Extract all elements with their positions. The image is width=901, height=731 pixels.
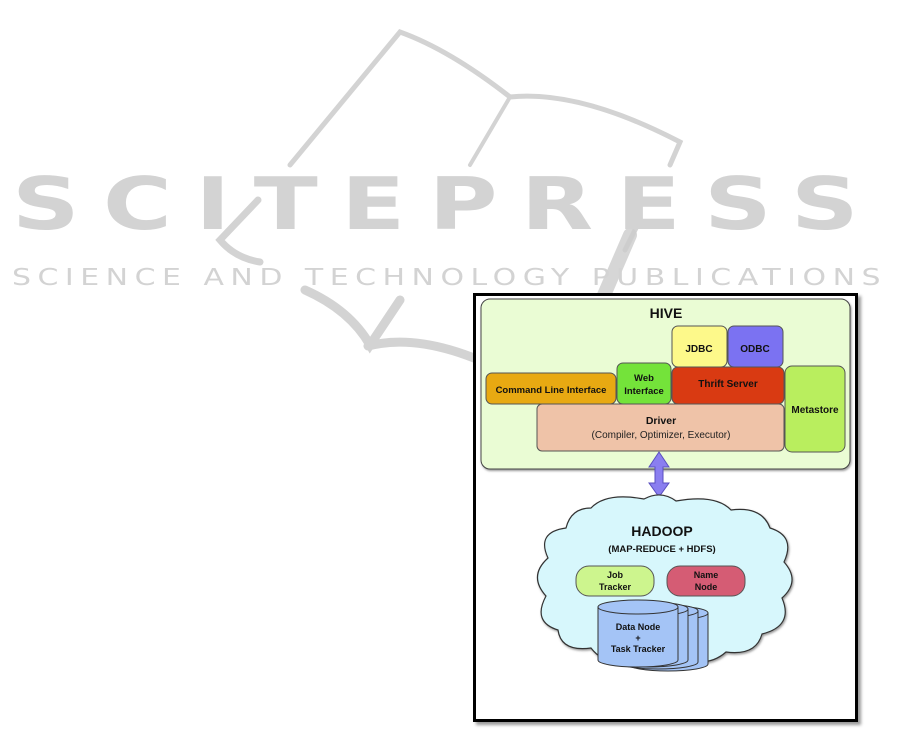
data-node-cylinder-stack	[597, 599, 709, 672]
cli-box	[485, 372, 617, 405]
name-node-label-line2: Node	[695, 582, 718, 592]
driver-title: Driver	[646, 415, 676, 427]
driver-subtitle: (Compiler, Optimizer, Executor)	[592, 430, 731, 441]
cli-label: Command Line Interface	[496, 385, 607, 396]
architecture-figure-frame: HIVE JDBC ODBC Driver (Compiler, Optimiz…	[473, 293, 858, 722]
jdbc-label: JDBC	[685, 344, 712, 355]
data-node-label-line3: Task Tracker	[611, 644, 666, 654]
data-node-label-line1: Data Node	[616, 622, 661, 632]
hadoop-subtitle: (MAP-REDUCE + HDFS)	[608, 544, 715, 555]
odbc-label: ODBC	[740, 344, 769, 355]
metastore-label: Metastore	[791, 405, 839, 416]
name-node-label-line1: Name	[694, 570, 719, 580]
web-interface-label-line2: Interface	[624, 386, 664, 397]
job-tracker-box	[575, 565, 655, 597]
job-tracker-label-line1: Job	[607, 570, 624, 580]
web-interface-box	[616, 362, 672, 405]
watermark-tagline: SCIENCE AND TECHNOLOGY PUBLICATIONS	[12, 265, 887, 291]
data-node-label-line2: +	[635, 633, 640, 643]
job-tracker-label-line2: Tracker	[599, 582, 632, 592]
watermark-brand: SCITEPRESS	[12, 162, 882, 246]
web-interface-label-line1: Web	[634, 373, 654, 384]
data-node-cylinder-front	[597, 599, 679, 668]
driver-box	[536, 403, 785, 452]
hive-title: HIVE	[650, 305, 683, 321]
name-node-box	[666, 565, 746, 597]
thrift-server-label: Thrift Server	[698, 379, 758, 390]
thrift-server-box	[671, 366, 785, 405]
hadoop-title: HADOOP	[631, 523, 692, 539]
metastore-box	[784, 365, 846, 453]
hive-architecture-diagram: HIVE JDBC ODBC Driver (Compiler, Optimiz…	[480, 298, 851, 672]
